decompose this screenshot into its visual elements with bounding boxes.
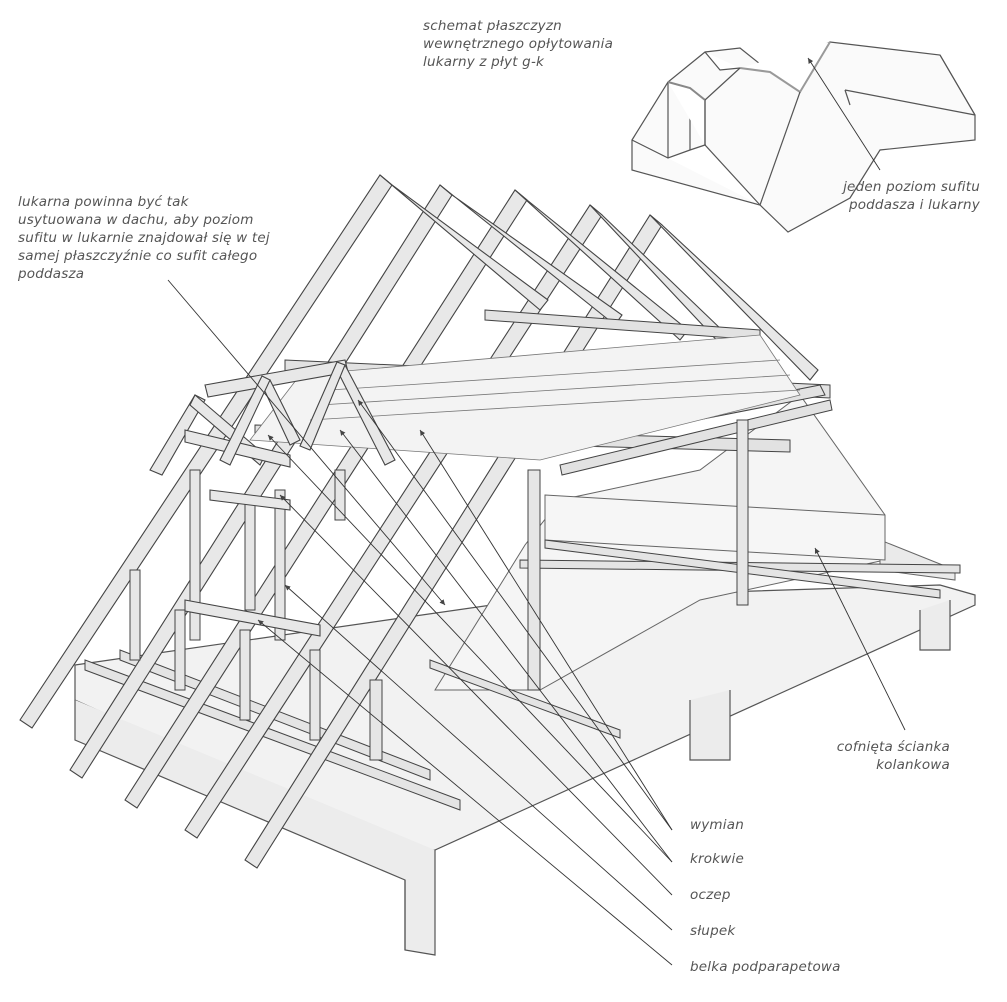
knee-wall — [544, 494, 886, 561]
ceiling-boards — [249, 334, 801, 461]
label-poziom-sufitu: jeden poziom sufitu poddasza i lukarny — [843, 179, 980, 213]
label-cofnieta-scianka: cofnięta ścianka kolankowa — [836, 739, 950, 773]
inset-schematic — [631, 41, 976, 233]
leader-lines — [167, 57, 906, 966]
label-belka-podparapetowa: belka podparapetowa — [690, 959, 841, 975]
label-wymian: wymian — [690, 817, 744, 833]
label-krokwie: krokwie — [690, 851, 744, 867]
label-oczep: oczep — [690, 887, 731, 903]
label-schemat: schemat płaszczyzn wewnętrznego opłytowa… — [423, 18, 614, 70]
posts — [129, 419, 749, 761]
label-lukarna-note: lukarna powinna być tak usytuowana w dac… — [18, 194, 270, 282]
label-slupek: słupek — [690, 923, 736, 939]
